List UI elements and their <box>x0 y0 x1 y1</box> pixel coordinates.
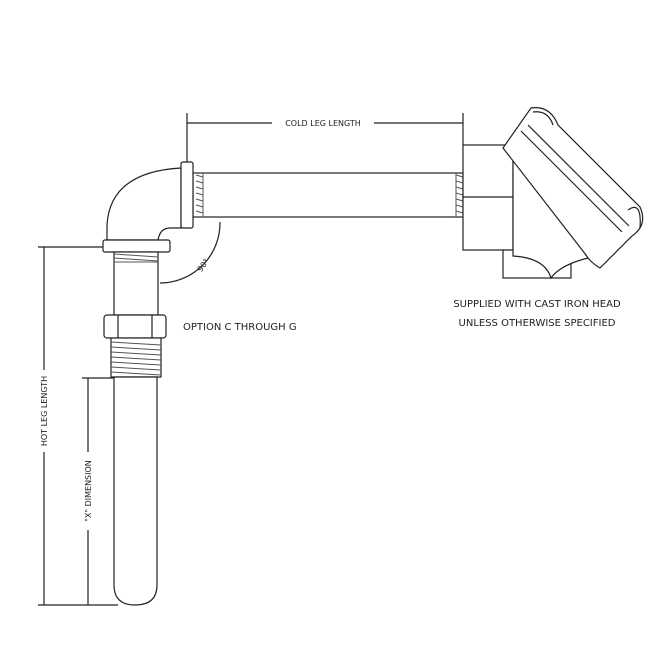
elbow-fitting <box>102 161 194 253</box>
thermowell-tube <box>113 376 158 606</box>
cold-leg-pipe <box>192 172 464 218</box>
hex-nut <box>103 314 167 339</box>
angle-label: 90° <box>196 257 212 274</box>
process-threads <box>110 337 162 378</box>
head-note-line1: SUPPLIED WITH CAST IRON HEAD <box>453 299 621 310</box>
head-note-line2: UNLESS OTHERWISE SPECIFIED <box>459 318 616 329</box>
option-label: OPTION C THROUGH G <box>183 322 297 333</box>
cold-leg-dimension: COLD LEG LENGTH <box>186 113 464 162</box>
angle-dimension: 90° <box>159 221 221 284</box>
cold-leg-label: COLD LEG LENGTH <box>285 119 361 128</box>
x-dimension: "X" DIMENSION <box>82 377 114 605</box>
hot-leg-dimension: HOT LEG LENGTH <box>38 246 118 606</box>
x-dimension-label: "X" DIMENSION <box>84 460 93 522</box>
hot-leg-label: HOT LEG LENGTH <box>40 376 49 446</box>
nipple <box>113 251 159 316</box>
cast-iron-head <box>462 107 644 280</box>
